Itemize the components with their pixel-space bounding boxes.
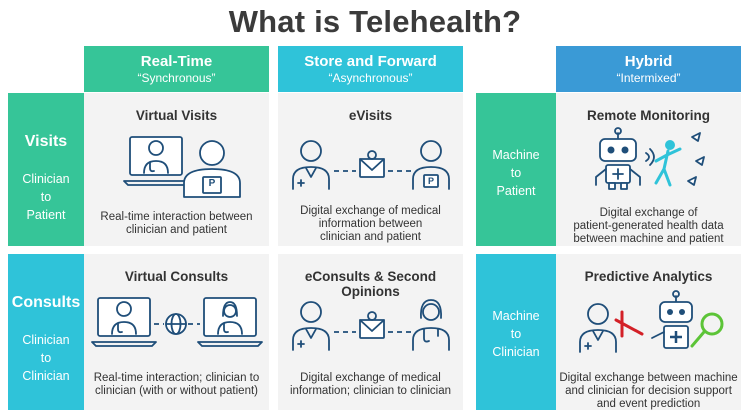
column-header-hybrid: Hybrid “Intermixed” <box>556 46 741 92</box>
cell-desc-line: between machine and patient <box>573 233 724 245</box>
cell-econsults: eConsults & Second Opinions Digital exch… <box>278 254 463 410</box>
cell-title: Virtual Consults <box>124 269 229 284</box>
row-sub: Patient <box>496 184 536 198</box>
row-sub: Clinician <box>22 172 70 186</box>
cell-desc-line: and clinician for decision support <box>565 385 732 397</box>
virtual-consults-icon <box>91 297 263 347</box>
cell-desc-line: and event prediction <box>596 398 701 410</box>
patient-badge: P <box>427 176 434 186</box>
row-sub: Clinician <box>22 369 70 383</box>
cell-desc-line: Real-time interaction between <box>100 211 253 223</box>
row-title: Visits <box>24 133 68 150</box>
cell-desc-line: patient-generated health data <box>573 220 724 232</box>
cell-title: eVisits <box>348 108 393 123</box>
patient-badge: P <box>208 178 216 189</box>
econsults-icon <box>292 299 450 351</box>
row-sub: Machine <box>492 148 540 162</box>
cell-title: Remote Monitoring <box>587 108 710 123</box>
row-sub: to <box>510 166 522 180</box>
column-title: Store and Forward <box>304 53 437 70</box>
cell-virtual-consults: Virtual Consults Real-time interaction; … <box>84 254 269 410</box>
cell-title: Predictive Analytics <box>584 269 713 284</box>
row-label-visits: Visits Clinician to Patient <box>8 93 84 246</box>
visits-band <box>8 93 96 246</box>
hybrid-consults-band <box>476 254 568 410</box>
cell-predictive-analytics: Predictive Analytics Digital exchange be… <box>556 254 741 410</box>
cell-desc-line: clinician and patient <box>125 224 227 236</box>
row-sub: Machine <box>492 309 540 323</box>
cell-title: Virtual Visits <box>135 108 218 123</box>
row-sub: Clinician <box>22 333 70 347</box>
predictive-analytics-icon <box>579 290 724 353</box>
column-subtitle: “Asynchronous” <box>328 71 413 85</box>
cell-virtual-visits: Virtual Visits P Real-time interaction b… <box>84 93 269 246</box>
cell-desc-line: clinician (with or without patient) <box>95 385 258 397</box>
evisits-icon <box>292 140 450 190</box>
row-sub: to <box>40 190 52 204</box>
column-subtitle: “Intermixed” <box>616 71 681 85</box>
cell-evisits: eVisits P Digital exchange of medical in… <box>278 93 463 246</box>
virtual-visits-icon <box>123 136 241 198</box>
cell-remote-monitoring: Remote Monitoring Digital exchange of pa… <box>556 93 741 246</box>
cell-desc-line: clinician and patient <box>319 231 421 243</box>
column-title: Hybrid <box>624 53 673 70</box>
row-sub: to <box>40 351 52 365</box>
consults-band <box>8 254 96 410</box>
column-subtitle: “Synchronous” <box>137 71 216 85</box>
cell-desc-line: Real-time interaction; clinician to <box>93 372 260 384</box>
cell-desc-line: information; clinician to clinician <box>289 385 452 397</box>
cell-desc-line: Digital exchange between machine <box>559 372 738 384</box>
page-title: What is Telehealth? <box>228 4 522 39</box>
row-sub: Patient <box>26 208 66 222</box>
cell-desc-line: Digital exchange of medical <box>300 372 441 384</box>
remote-monitoring-icon <box>595 127 705 190</box>
hybrid-label-consults: Machine to Clinician <box>476 254 556 410</box>
column-header-store-forward: Store and Forward “Asynchronous” <box>278 46 463 92</box>
row-label-consults: Consults Clinician to Clinician <box>8 254 84 410</box>
cell-desc-line: Digital exchange of <box>599 207 698 219</box>
column-header-realtime: Real-Time “Synchronous” <box>84 46 269 92</box>
cell-desc-line: Digital exchange of medical <box>300 205 441 217</box>
column-title: Real-Time <box>140 53 213 70</box>
hybrid-label-visits: Machine to Patient <box>476 93 556 246</box>
cell-desc-line: information between <box>318 218 423 230</box>
cell-title: eConsults & Second Opinions <box>304 269 437 299</box>
row-title: Consults <box>11 294 81 311</box>
row-sub: to <box>510 327 522 341</box>
row-sub: Clinician <box>492 345 540 359</box>
hybrid-visits-band <box>476 93 568 246</box>
